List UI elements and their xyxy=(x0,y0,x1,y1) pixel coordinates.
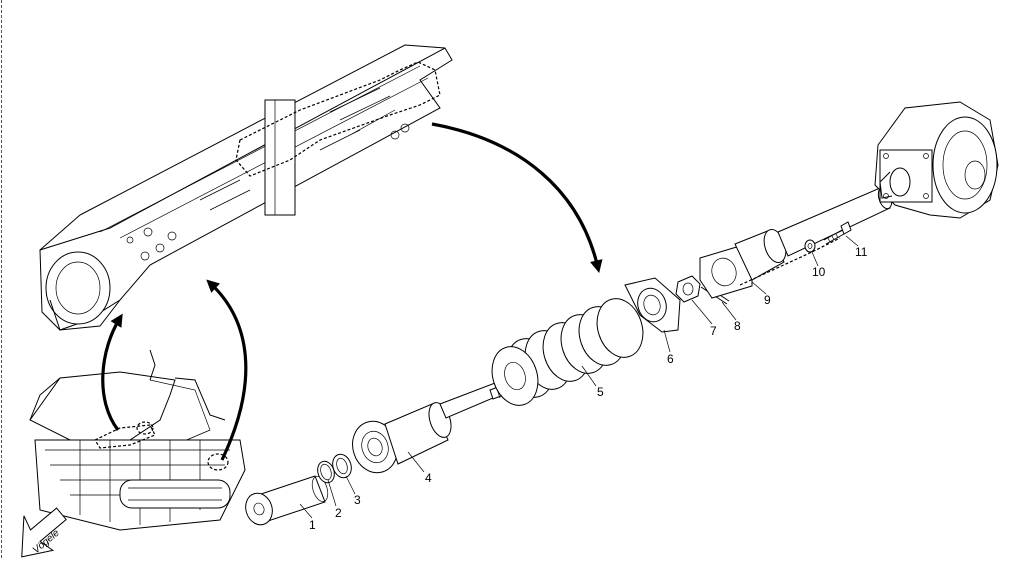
part-10-washer xyxy=(804,239,816,253)
arrow-to-exploded-view xyxy=(431,122,603,273)
drive-motor xyxy=(874,101,999,219)
callout-labels: 1 2 3 4 5 6 7 8 9 10 11 xyxy=(309,245,868,532)
arrow-paver-to-frame-right xyxy=(206,279,248,461)
callout-6: 6 xyxy=(667,352,674,366)
arrow-paver-to-frame-left xyxy=(101,313,123,431)
callout-11: 11 xyxy=(855,245,868,259)
connector-arrows xyxy=(101,122,603,461)
track-frame xyxy=(39,44,453,331)
leader-lines xyxy=(299,235,859,519)
part-7-nut xyxy=(675,275,701,303)
callout-4: 4 xyxy=(425,471,432,485)
part-1-bushing xyxy=(245,475,329,526)
callout-1: 1 xyxy=(309,518,316,532)
callout-10: 10 xyxy=(812,265,826,279)
callout-8: 8 xyxy=(734,319,741,333)
paver-machine xyxy=(29,349,246,531)
callout-7: 7 xyxy=(710,324,717,338)
part-9-tensioner-body xyxy=(699,186,893,299)
callout-2: 2 xyxy=(335,506,342,520)
callout-5: 5 xyxy=(597,385,604,399)
callout-3: 3 xyxy=(354,493,361,507)
part-5-spring xyxy=(491,298,644,406)
part-11-bolt xyxy=(823,221,852,245)
callout-9: 9 xyxy=(764,293,771,307)
part-6-flange-plate xyxy=(624,277,681,333)
